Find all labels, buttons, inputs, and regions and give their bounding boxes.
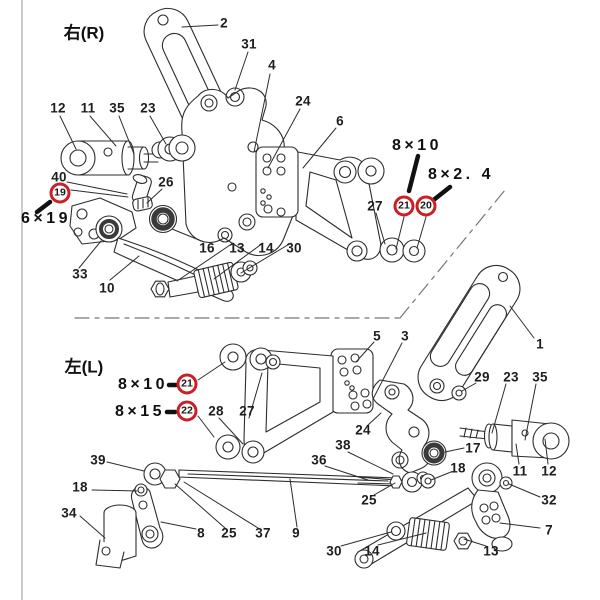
- part-number-label: 35: [532, 369, 548, 385]
- support-bracket-right: [255, 146, 426, 263]
- part-number-label: 24: [355, 422, 371, 438]
- part-number-label: 11: [80, 100, 96, 116]
- brake-pushrod-cylinder-right: [60, 134, 196, 176]
- part-number-label: 14: [258, 240, 274, 256]
- part-number-label: 12: [541, 463, 557, 479]
- part-number-label: 4: [268, 57, 276, 73]
- part-number-label: 39: [90, 452, 106, 468]
- bushing-17: [421, 440, 447, 466]
- part-number-label: 38: [335, 437, 351, 453]
- part-number-label: 37: [255, 525, 271, 541]
- part-number-label: 32: [541, 492, 557, 508]
- leader-lines: [59, 24, 549, 547]
- circled-part-number: 21: [176, 373, 198, 395]
- bolt-26: [132, 196, 153, 212]
- pedal-cylinder-left: [459, 419, 570, 460]
- part-number-label: 9: [292, 525, 300, 541]
- part-number-label: 8: [197, 525, 205, 541]
- part-number-label: 30: [326, 543, 342, 559]
- circled-part-number: 20: [415, 195, 437, 217]
- part-number-label: 26: [158, 174, 174, 190]
- circled-part-number: 19: [49, 182, 71, 204]
- pivot-bracket-34: [95, 504, 137, 569]
- part-number-label: 25: [361, 492, 377, 508]
- part-number-label: 13: [229, 240, 245, 256]
- part-number-label: 12: [50, 100, 66, 116]
- dimension-label: 8×2. 4: [428, 166, 494, 183]
- part-number-label: 5: [373, 328, 381, 344]
- washer-18-left: [420, 473, 436, 489]
- right-section-title: 右(R): [63, 23, 105, 43]
- part-number-label: 35: [109, 100, 125, 116]
- part-number-label: 40: [51, 169, 67, 185]
- left-view-assembly: [95, 264, 570, 569]
- part-number-label: 2: [220, 15, 228, 31]
- part-number-label: 17: [465, 440, 481, 456]
- pivot-lever-7: [471, 462, 513, 552]
- part-number-label: 25: [221, 525, 237, 541]
- left-section-title: 左(L): [64, 357, 104, 377]
- dimension-label: 6×19: [20, 210, 72, 227]
- part-number-label: 30: [286, 240, 302, 256]
- part-number-label: 7: [545, 522, 553, 538]
- part-number-label: 23: [140, 100, 156, 116]
- part-number-label: 31: [241, 36, 257, 52]
- part-number-label: 24: [295, 93, 311, 109]
- part-number-label: 33: [72, 266, 88, 282]
- brake-lever-right: [69, 197, 258, 302]
- grommet-16: [148, 204, 178, 234]
- support-bracket-left: [215, 343, 334, 464]
- part-number-label: 18: [72, 479, 88, 495]
- part-number-label: 6: [336, 113, 344, 129]
- divider-dashed-line: [74, 189, 506, 319]
- part-number-label: 23: [503, 369, 519, 385]
- part-number-label: 29: [474, 369, 490, 385]
- part-number-label: 28: [208, 403, 224, 419]
- part-number-label: 1: [536, 336, 544, 352]
- mount-bracket-left: [371, 379, 431, 474]
- circled-part-number: 21: [393, 195, 415, 217]
- footpeg-arm-left: [354, 487, 479, 569]
- part-number-label: 13: [483, 543, 499, 559]
- part-number-label: 27: [239, 403, 255, 419]
- shift-lever-left: [130, 483, 164, 549]
- circled-part-number: 22: [176, 400, 198, 422]
- right-view-assembly: [60, 7, 426, 302]
- part-number-label: 36: [311, 452, 327, 468]
- dimension-label: 8×10: [391, 137, 443, 154]
- heel-guard-plate-left: [417, 264, 521, 402]
- part-number-label: 16: [199, 240, 215, 256]
- part-number-label: 11: [512, 463, 528, 479]
- part-number-label: 18: [450, 460, 466, 476]
- part-number-label: 14: [364, 543, 380, 559]
- part-number-label: 27: [367, 198, 383, 214]
- part-number-label: 3: [401, 328, 409, 344]
- dimension-label: 8×10: [117, 376, 169, 393]
- dimension-label: 8×15: [114, 403, 166, 420]
- part-number-label: 34: [61, 505, 77, 521]
- part-number-label: 10: [99, 280, 115, 296]
